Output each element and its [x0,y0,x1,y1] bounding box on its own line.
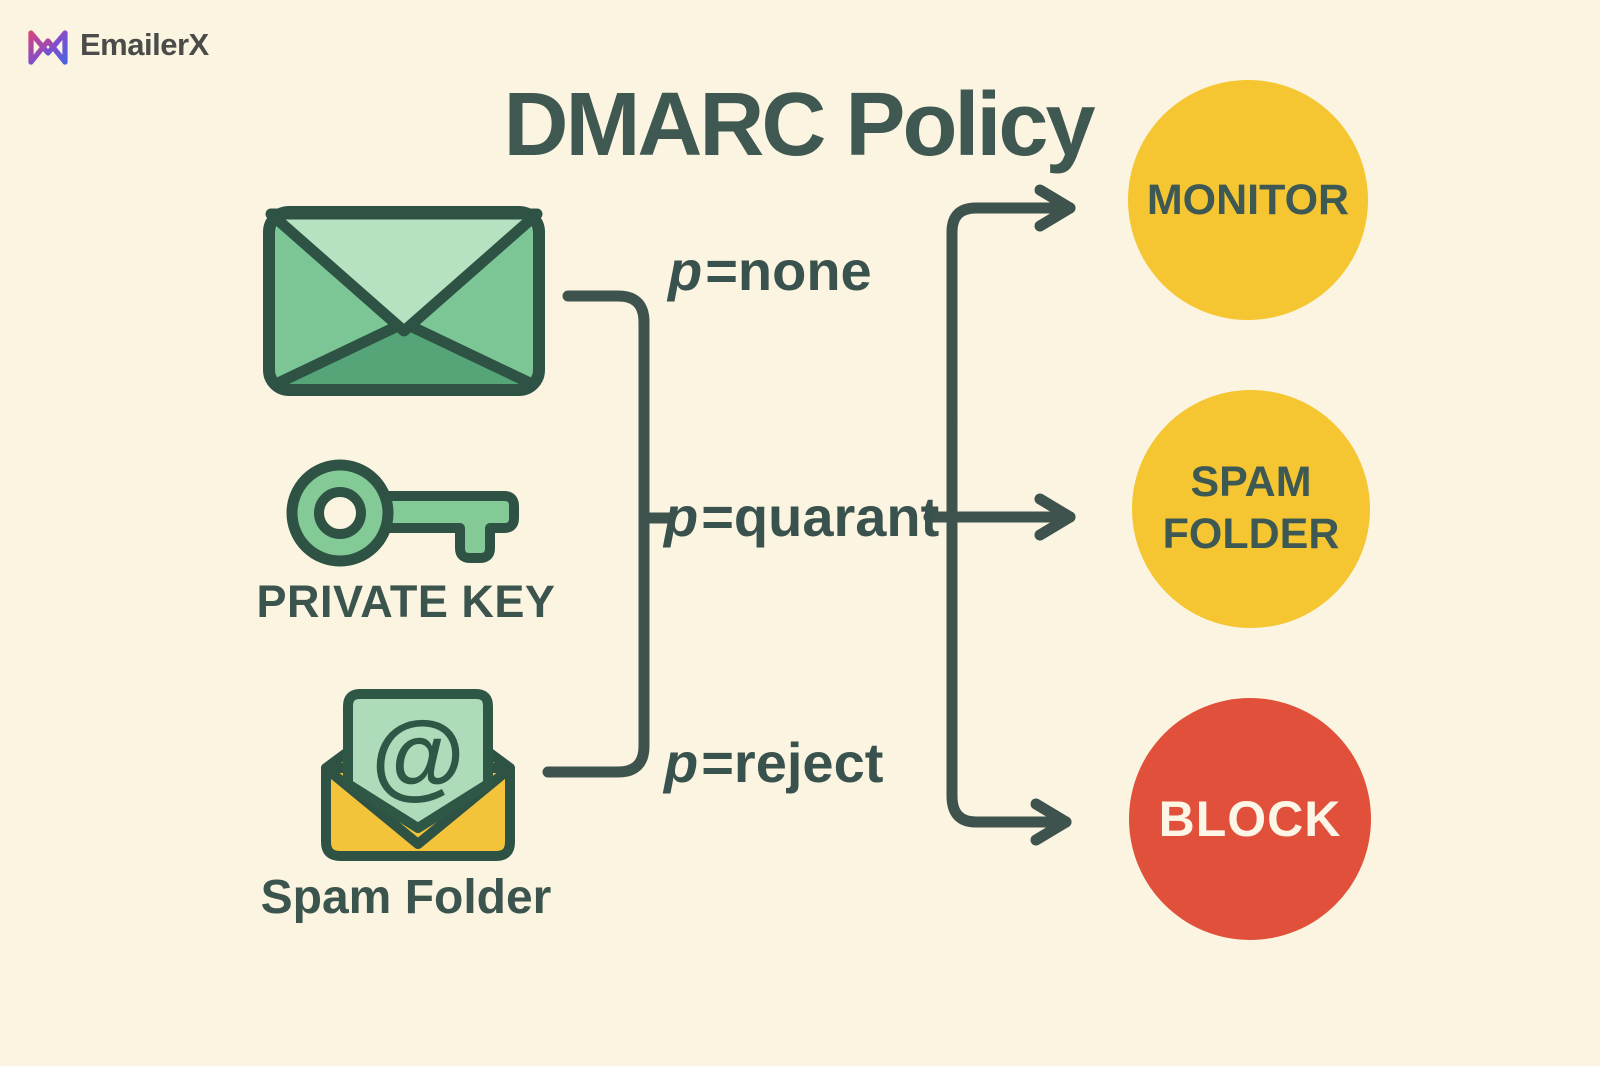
policy-value: =none [705,239,872,302]
arrow-to-monitor [946,184,1076,426]
open-envelope-at-icon: @ [321,689,515,861]
left-bracket-line [542,290,650,778]
policy-label-quarantine: p=quarant [664,484,939,549]
brand-name: EmailerX [80,27,209,62]
policy-prefix: p [664,485,699,548]
key-icon [286,459,519,567]
arrow-to-block [946,414,1072,846]
envelope-icon [263,206,545,396]
policy-label-reject: p=reject [664,730,883,795]
brand-logo: EmailerX [22,22,209,68]
outcome-spam-folder-label: SPAM FOLDER [1162,458,1340,558]
outcome-block-label: BLOCK [1158,791,1342,847]
policy-value: =reject [701,731,884,794]
spam-folder-label: Spam Folder [260,871,552,924]
outcome-monitor: MONITOR [1128,80,1368,320]
outcome-monitor-label: MONITOR [1146,175,1350,224]
policy-prefix: p [664,731,699,794]
outcome-block: BLOCK [1129,698,1371,940]
outcome-spam-folder: SPAM FOLDER [1132,390,1370,628]
policy-label-none: p=none [668,238,872,303]
page-title: DMARC Policy [503,75,1095,175]
policy-prefix: p [668,239,703,302]
at-symbol: @ [371,702,465,809]
emailerx-mark-icon [28,30,68,65]
private-key-label: PRIVATE KEY [256,576,556,627]
policy-value: =quarant [701,485,940,548]
